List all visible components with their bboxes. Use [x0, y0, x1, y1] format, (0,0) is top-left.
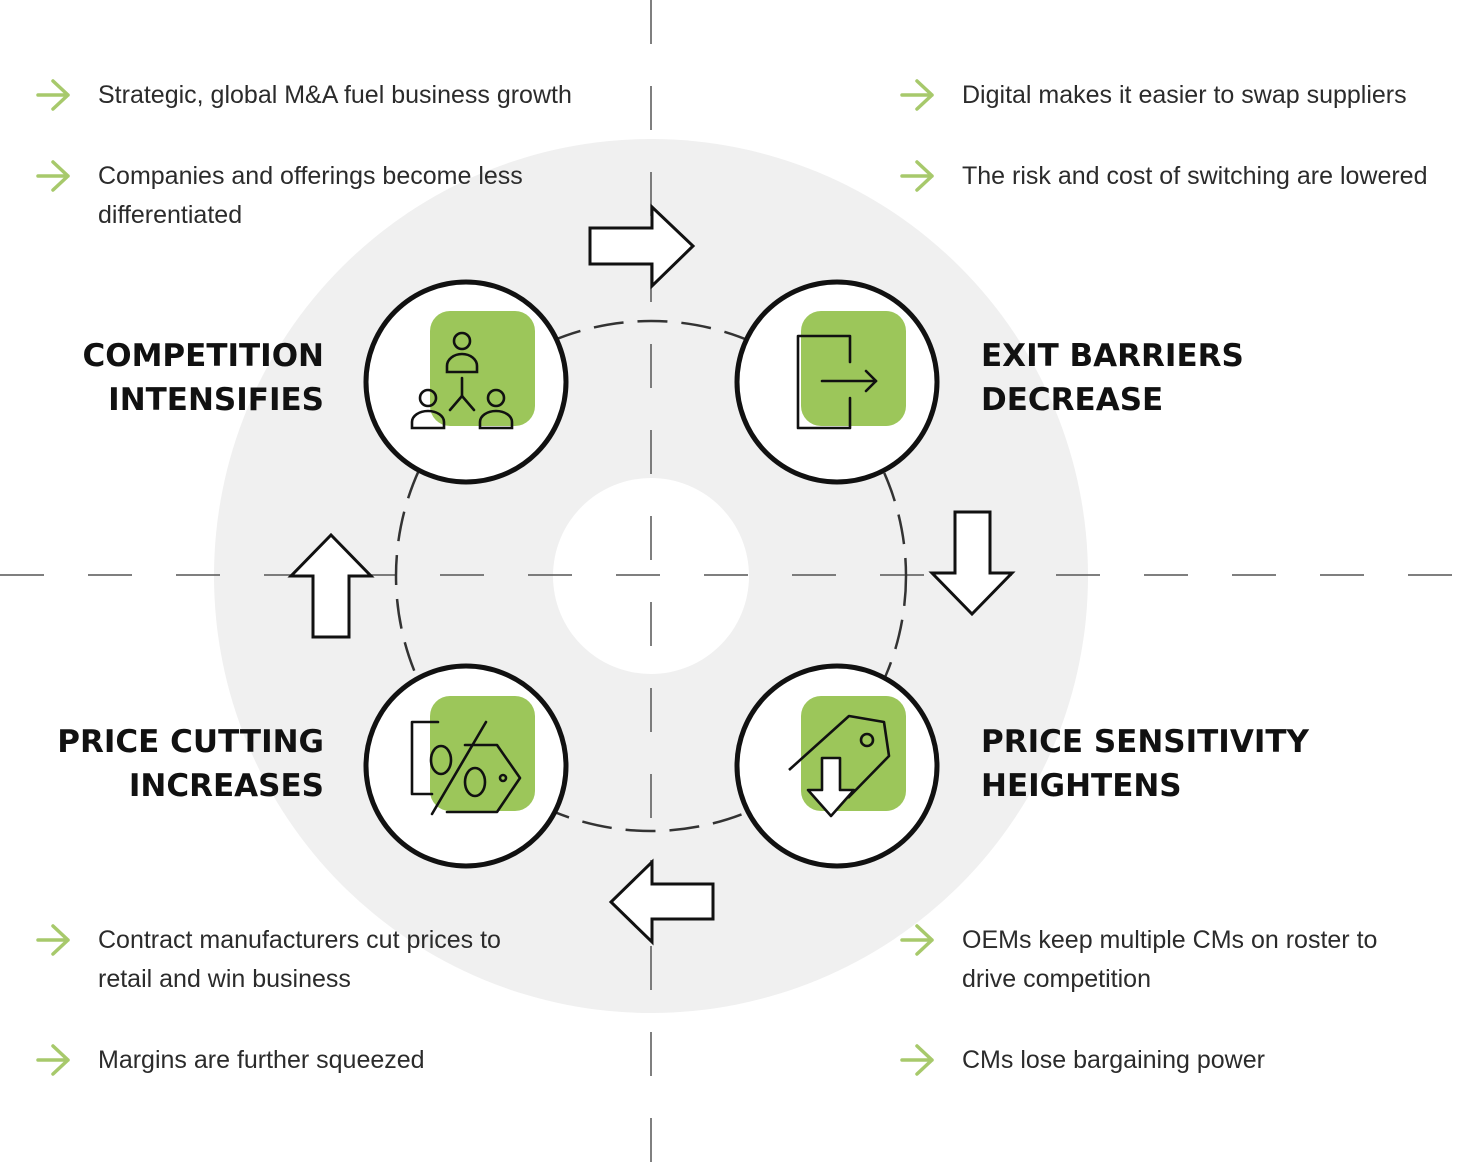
green-arrow-icon	[36, 79, 70, 111]
bullet-item: Contract manufacturers cut prices to ret…	[36, 921, 536, 999]
stage-node-top-right	[734, 279, 940, 485]
arrow-right-icon	[588, 203, 696, 290]
bullet-item: CMs lose bargaining power	[900, 1041, 1420, 1080]
title-line: INCREASES	[128, 768, 324, 804]
people-hierarchy-icon	[410, 331, 514, 430]
bullet-item: Companies and offerings become less diff…	[36, 157, 556, 235]
bullet-item: Digital makes it easier to swap supplier…	[900, 76, 1460, 115]
stage-title-price-cutting-increases: PRICE CUTTING INCREASES	[0, 720, 324, 808]
stage-title-competition-intensifies: COMPETITION INTENSIFIES	[0, 334, 324, 422]
green-arrow-icon	[36, 924, 70, 956]
title-line: INTENSIFIES	[108, 382, 324, 418]
arrow-left-icon	[608, 858, 715, 946]
title-line: HEIGHTENS	[981, 768, 1182, 804]
title-line: COMPETITION	[82, 338, 324, 374]
center-hole	[553, 478, 749, 674]
bullet-text: Contract manufacturers cut prices to ret…	[98, 926, 501, 993]
arrow-down-icon	[928, 510, 1016, 617]
stage-node-top-left	[363, 279, 569, 485]
bullet-text: Strategic, global M&A fuel business grow…	[98, 81, 572, 109]
green-arrow-icon	[36, 1044, 70, 1076]
bullet-item: OEMs keep multiple CMs on roster to driv…	[900, 921, 1420, 999]
bullet-item: Margins are further squeezed	[36, 1041, 536, 1080]
title-line: PRICE CUTTING	[57, 724, 324, 760]
green-arrow-icon	[36, 160, 70, 192]
bullet-text: Digital makes it easier to swap supplier…	[962, 81, 1407, 109]
title-line: DECREASE	[981, 382, 1164, 418]
title-line: PRICE SENSITIVITY	[981, 724, 1309, 760]
dashed-cycle-circle	[394, 319, 908, 833]
exit-door-icon	[796, 334, 878, 430]
stage-title-price-sensitivity-heightens: PRICE SENSITIVITY HEIGHTENS	[981, 720, 1401, 808]
title-line: EXIT BARRIERS	[981, 338, 1244, 374]
arrow-up-icon	[287, 532, 375, 639]
price-tag-down-icon	[788, 714, 891, 818]
stage-node-bottom-right	[734, 663, 940, 869]
green-arrow-icon	[900, 79, 934, 111]
green-arrow-icon	[900, 160, 934, 192]
stage-node-bottom-left	[363, 663, 569, 869]
bullet-text: The risk and cost of switching are lower…	[962, 162, 1428, 190]
bullet-item: Strategic, global M&A fuel business grow…	[36, 76, 576, 115]
bullet-text: CMs lose bargaining power	[962, 1046, 1265, 1074]
green-arrow-icon	[900, 924, 934, 956]
bullet-item: The risk and cost of switching are lower…	[900, 157, 1460, 196]
bullet-text: OEMs keep multiple CMs on roster to driv…	[962, 926, 1378, 993]
green-arrow-icon	[900, 1044, 934, 1076]
bullet-text: Margins are further squeezed	[98, 1046, 425, 1074]
percent-tag-icon	[410, 720, 522, 816]
bullet-text: Companies and offerings become less diff…	[98, 162, 523, 229]
stage-title-exit-barriers-decrease: EXIT BARRIERS DECREASE	[981, 334, 1401, 422]
